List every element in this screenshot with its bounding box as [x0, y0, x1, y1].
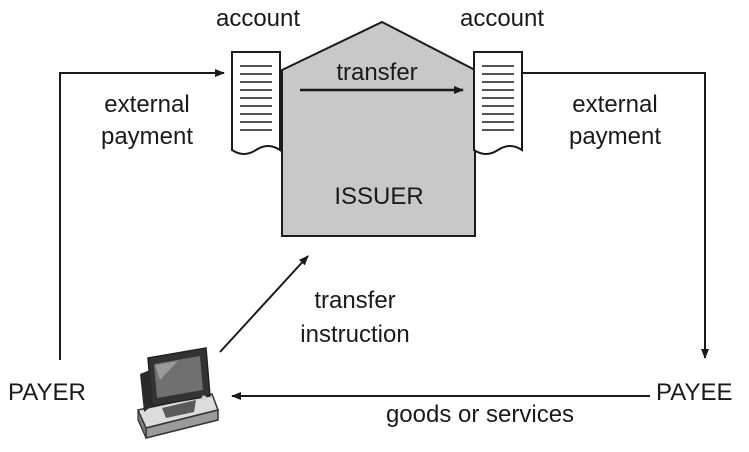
external-payment-left-line1: external [104, 91, 190, 118]
transfer-label: transfer [336, 59, 418, 86]
transfer-instruction-arrow [219, 255, 309, 353]
issuer-label: ISSUER [334, 183, 424, 210]
external-payment-right-line2: payment [568, 123, 662, 150]
account-left-label: account [215, 5, 301, 32]
payer-external-payment-arrow [59, 69, 225, 360]
goods-or-services-label: goods or services [385, 401, 575, 428]
transfer-instruction-line2: instruction [300, 321, 410, 348]
issuer-box [281, 20, 476, 237]
account-document-left-icon [231, 51, 281, 155]
external-payment-right-line1: external [572, 91, 658, 118]
external-payment-left-line2: payment [100, 123, 194, 150]
payee-external-payment-arrow [522, 72, 709, 359]
payee-label: PAYEE [656, 379, 733, 406]
payer-label: PAYER [8, 379, 86, 406]
transfer-instruction-line1: transfer [314, 287, 396, 314]
computer-terminal-icon [136, 347, 219, 439]
account-right-label: account [459, 5, 545, 32]
account-document-right-icon [473, 51, 523, 155]
